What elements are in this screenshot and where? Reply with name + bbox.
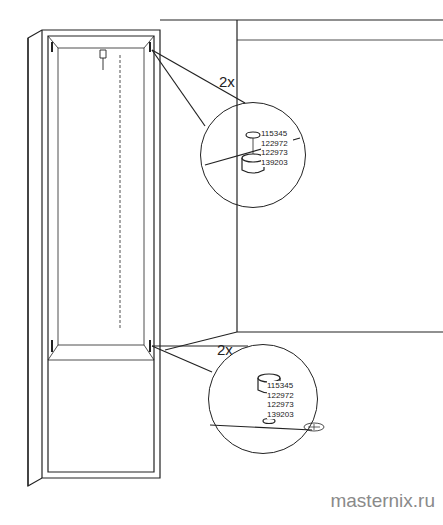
leader-line	[152, 50, 205, 126]
hole	[246, 132, 260, 138]
detail-circle: 2x115345 122972 122973 139203	[200, 102, 306, 208]
ceiling-line	[160, 19, 443, 20]
wardrobe-frame	[48, 36, 154, 472]
bottom-shelf	[48, 360, 154, 361]
wall-line	[237, 40, 443, 41]
part-numbers: 115345 122972 122973 139203	[267, 381, 299, 419]
quantity-label: 2x	[217, 341, 233, 358]
back-panel	[58, 48, 144, 345]
leader-line	[152, 345, 248, 346]
fittings	[52, 42, 150, 352]
inner-edges	[48, 36, 154, 360]
leader-line	[152, 50, 245, 103]
watermark: masternix.ru	[330, 490, 435, 512]
part-numbers: 115345 122972 122973 139203	[261, 129, 293, 167]
leader-line	[152, 346, 212, 372]
quantity-label: 2x	[219, 73, 235, 90]
wardrobe-side	[27, 38, 28, 486]
hidden-edge	[120, 55, 121, 330]
floor-line	[237, 331, 443, 332]
floor-mark	[308, 424, 320, 430]
wardrobe-body	[28, 30, 160, 486]
detail-circle: 2x 115345 122972 122973 139203	[208, 344, 318, 454]
floor-mark	[304, 423, 324, 431]
wall-corner	[236, 20, 237, 332]
panel-edge	[210, 425, 312, 430]
wardrobe-edge	[41, 30, 42, 478]
wall-fitting	[100, 50, 106, 70]
